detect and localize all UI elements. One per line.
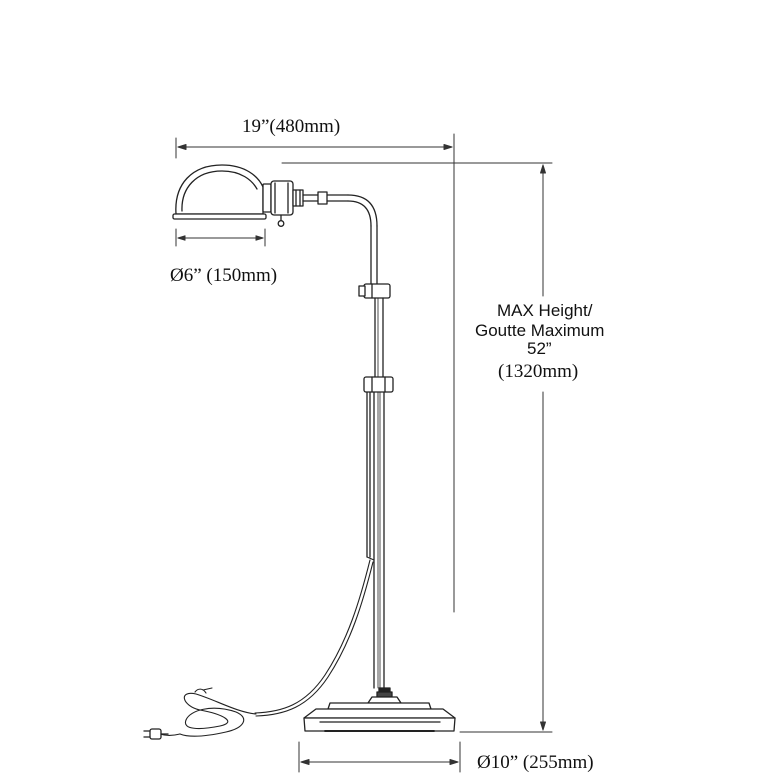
shade-diameter-label: Ø6” (150mm) xyxy=(170,265,278,286)
base-diameter-dimension xyxy=(298,741,461,773)
lamp-shade xyxy=(172,164,267,220)
max-height-label-fr: Goutte Maximum xyxy=(475,321,605,340)
max-height-inches: 52” xyxy=(527,339,552,358)
arm-reach-dimension xyxy=(175,133,455,613)
lamp-socket xyxy=(262,180,304,227)
max-height-millimeters: (1320mm) xyxy=(498,361,579,382)
max-height-dimension xyxy=(281,162,553,733)
arm-reach-label: 19”(480mm) xyxy=(242,116,341,137)
upper-collar xyxy=(358,283,391,299)
cord-plug xyxy=(143,728,169,740)
max-height-label-en: MAX Height/ xyxy=(497,301,593,320)
shade-diameter-dimension xyxy=(175,228,266,247)
lower-collar xyxy=(363,376,394,393)
lamp-stem xyxy=(366,297,385,689)
power-cord xyxy=(159,556,375,737)
lamp-arm xyxy=(302,191,378,287)
base-diameter-label: Ø10” (255mm) xyxy=(477,752,594,773)
lamp-base xyxy=(303,687,456,732)
